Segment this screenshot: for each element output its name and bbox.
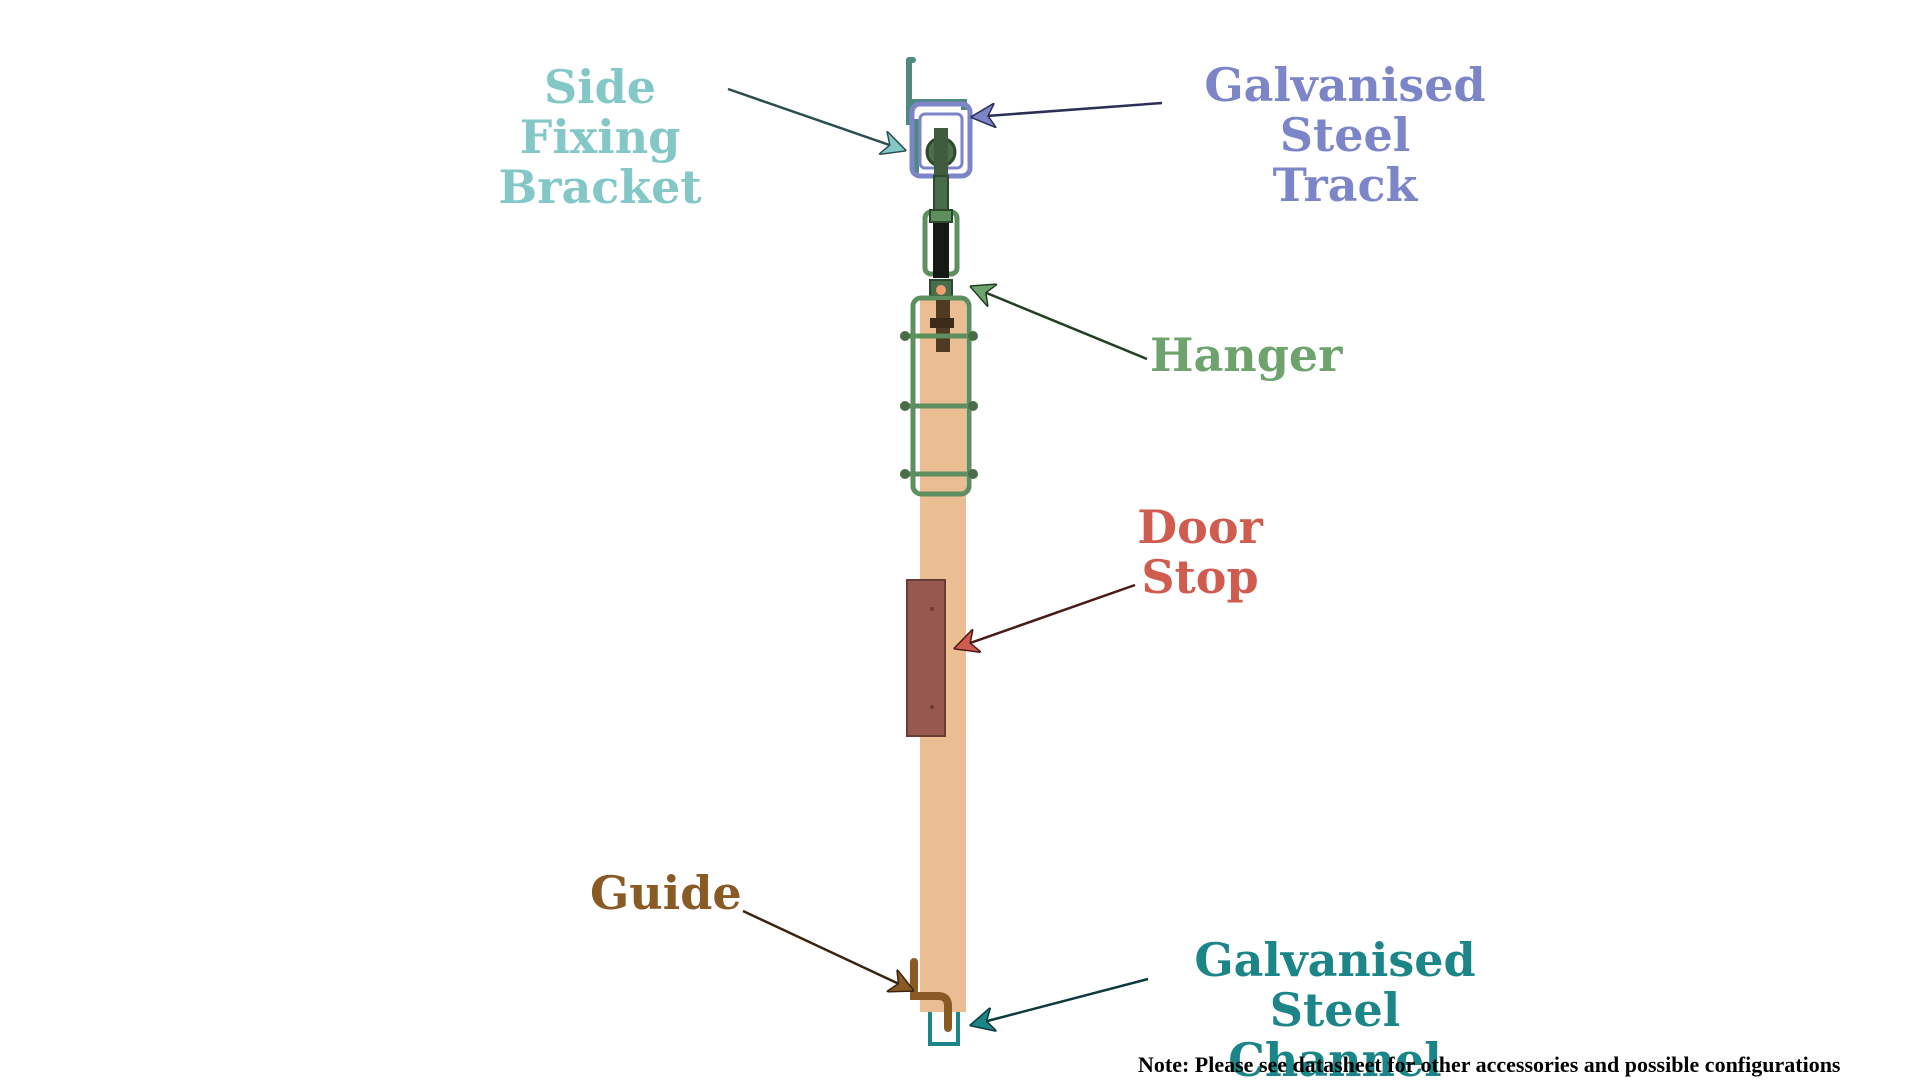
guide-label: Guide <box>590 866 742 920</box>
datasheet-note: Note: Please see datasheet for other acc… <box>1138 1052 1841 1077</box>
hanger-label-line1: Hanger <box>1150 328 1343 382</box>
side-fixing-bracket-label-line2: Bracket <box>498 160 702 214</box>
galvanised-steel-track-label-line2: Track <box>1272 158 1418 212</box>
guide-arrow <box>742 909 912 990</box>
galvanised-steel-track-label: Galvanised Steel Track <box>1160 60 1530 210</box>
galvanised-steel-channel-arrow <box>972 977 1149 1025</box>
door-stop-label-line2: Stop <box>1141 550 1259 604</box>
door-stop-block <box>906 579 946 737</box>
side-fixing-bracket-arrow <box>727 87 904 150</box>
galvanised-steel-channel-label: Galvanised Steel Channel <box>1150 935 1520 1085</box>
galvanised-steel-channel-label-line2: Channel <box>1228 1033 1442 1087</box>
hanger-label: Hanger <box>1150 328 1343 382</box>
door-stop-arrow <box>956 583 1136 648</box>
guide-part <box>910 958 952 1032</box>
hanger-assembly <box>900 128 978 497</box>
galvanised-steel-channel <box>928 1012 960 1046</box>
galvanised-steel-track-label-line1: Galvanised Steel <box>1204 58 1486 162</box>
side-fixing-bracket-label-line1: Side Fixing <box>519 60 681 164</box>
galvanised-steel-track-arrow <box>973 101 1163 117</box>
galvanised-steel-channel-label-line1: Galvanised Steel <box>1194 933 1476 1037</box>
guide-label-line1: Guide <box>590 866 742 920</box>
door-stop-label: Door Stop <box>1130 502 1270 602</box>
side-fixing-bracket-label: Side Fixing Bracket <box>470 62 730 212</box>
door-stop-label-line1: Door <box>1137 500 1263 554</box>
hanger-arrow <box>972 287 1148 361</box>
